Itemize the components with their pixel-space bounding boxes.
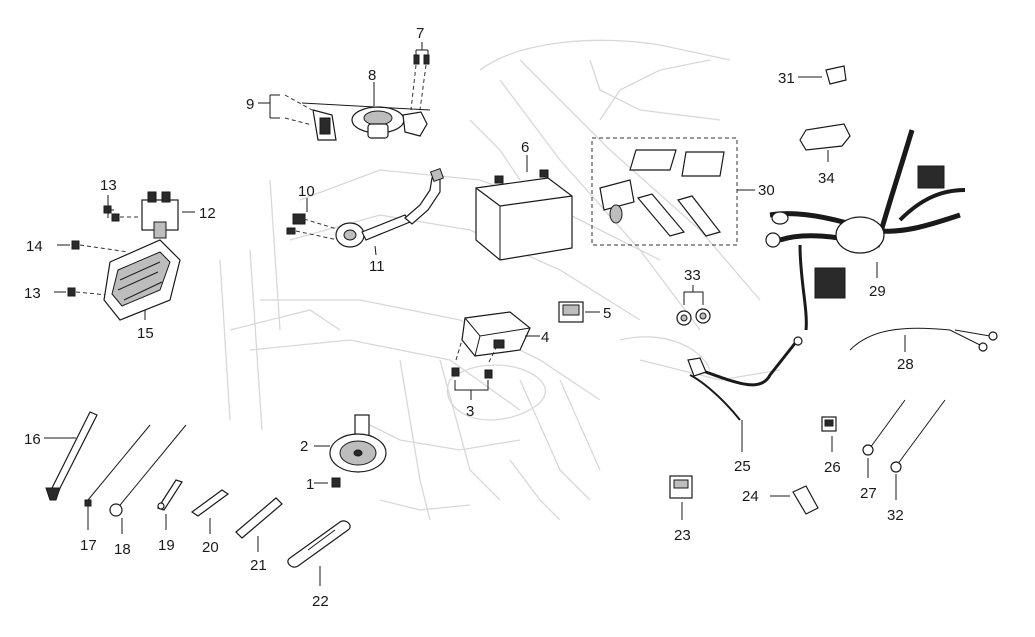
callout-7: 7: [416, 25, 424, 42]
callout-5: 5: [603, 305, 611, 322]
part-24-sensor: [770, 485, 819, 515]
callout-18: 18: [114, 541, 131, 558]
callout-9: 9: [246, 96, 254, 113]
part-13-screw-lower: [54, 287, 109, 297]
part-26-fitting: [821, 416, 837, 452]
callout-29: 29: [869, 283, 886, 300]
callout-11: 11: [369, 258, 385, 275]
part-31-clip: [798, 65, 847, 85]
callout-16: 16: [24, 431, 41, 448]
part-25-battery-lead: [687, 336, 803, 452]
part-14-screw: [57, 240, 129, 253]
callout-26: 26: [824, 459, 841, 476]
part-19-clamp: [157, 479, 183, 530]
part-20-clamp: [190, 489, 230, 534]
callout-24: 24: [742, 488, 759, 505]
callout-13-lower: 13: [24, 285, 41, 302]
callout-10: 10: [298, 183, 315, 200]
callout-32: 32: [887, 507, 904, 524]
callout-19: 19: [158, 537, 175, 554]
part-18-cable-tie: [109, 424, 187, 534]
part-27-cable-tie: [862, 399, 906, 478]
part-23-connector: [669, 475, 693, 520]
callout-17: 17: [80, 537, 97, 554]
part-2-horn: [314, 414, 387, 473]
part-28-ground-wire: [849, 327, 998, 352]
callout-23: 23: [674, 527, 691, 544]
part-30-pads-set: [591, 137, 755, 246]
callout-20: 20: [202, 539, 219, 556]
callout-28: 28: [897, 356, 914, 373]
callout-21: 21: [250, 557, 267, 574]
part-7-bolts: [410, 42, 430, 111]
callout-8: 8: [368, 67, 376, 84]
part-29-wiring-harness: [765, 129, 966, 331]
part-5-relay: [558, 301, 600, 323]
callout-2: 2: [300, 438, 308, 455]
part-10-11-sensor-hose: [286, 167, 445, 256]
callout-13-upper: 13: [100, 177, 117, 194]
callout-6: 6: [521, 139, 529, 156]
part-1-nut: [314, 477, 341, 488]
part-21-clamp: [235, 497, 283, 552]
callout-30: 30: [758, 182, 775, 199]
part-32-cable-tie: [890, 399, 946, 500]
part-6-battery: [475, 155, 573, 261]
part-22-clamp: [287, 520, 351, 586]
background-frame: [219, 39, 781, 521]
callout-4: 4: [541, 329, 549, 346]
part-34-strap: [799, 123, 851, 162]
callout-33: 33: [684, 267, 701, 284]
part-3-screws: [451, 339, 497, 400]
part-13-screws-upper: [103, 195, 140, 222]
part-33-grommets: [676, 285, 711, 326]
part-16-cable-tie: [44, 411, 98, 501]
callout-31: 31: [778, 70, 795, 87]
callout-1: 1: [306, 476, 314, 493]
callout-12: 12: [199, 205, 216, 222]
callout-25: 25: [734, 458, 751, 475]
part-15-ecu: [103, 239, 181, 321]
callout-3: 3: [466, 403, 474, 420]
part-9-lock-connector: [258, 94, 337, 141]
callout-27: 27: [860, 485, 877, 502]
callout-labels: 1 2 3 4 5 6 7 8 9 10 11 12 13 13 14 15 1…: [24, 25, 914, 610]
part-17-cable-tie: [84, 424, 151, 530]
callout-14: 14: [26, 238, 43, 255]
part-4-fuse-box: [461, 311, 540, 357]
callout-22: 22: [312, 593, 329, 610]
callout-15: 15: [137, 325, 154, 342]
part-12-relay: [141, 191, 195, 239]
callout-34: 34: [818, 170, 835, 187]
part-8-ignition-switch: [301, 82, 431, 139]
